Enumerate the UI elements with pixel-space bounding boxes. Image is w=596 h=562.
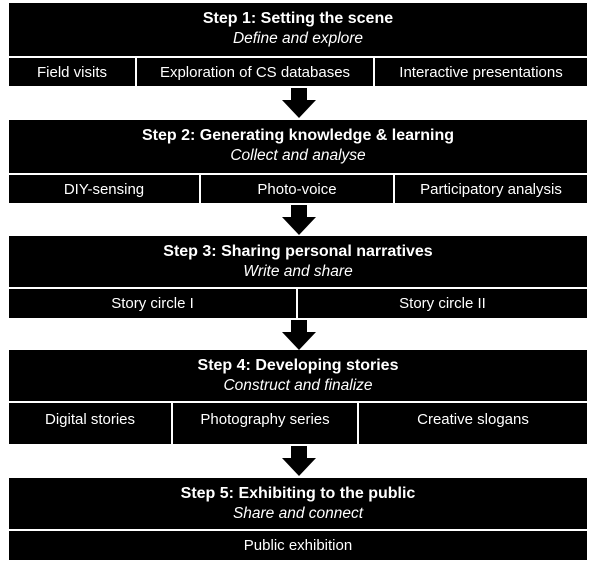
step-3-activities: Story circle I Story circle II bbox=[9, 287, 587, 318]
arrow-down-icon bbox=[282, 446, 316, 476]
step-1-title: Step 1: Setting the scene bbox=[202, 10, 394, 27]
step-4-activities: Digital stories Photography series Creat… bbox=[9, 401, 587, 444]
step-5-title: Step 5: Exhibiting to the public bbox=[180, 485, 416, 502]
step-3-subtitle: Write and share bbox=[243, 263, 353, 280]
step-3-box: Step 3: Sharing personal narratives Writ… bbox=[9, 236, 587, 318]
activity-story-circle-1: Story circle I bbox=[9, 289, 296, 318]
activity-diy-sensing: DIY-sensing bbox=[9, 175, 199, 203]
activity-story-circle-2: Story circle II bbox=[298, 289, 587, 318]
step-2-title: Step 2: Generating knowledge & learning bbox=[141, 127, 455, 144]
activity-interactive-presentations: Interactive presentations bbox=[375, 58, 587, 86]
step-1-box: Step 1: Setting the scene Define and exp… bbox=[9, 3, 587, 86]
activity-creative-slogans: Creative slogans bbox=[359, 403, 587, 444]
arrow-down-icon bbox=[282, 205, 316, 235]
activity-photography-series: Photography series bbox=[173, 403, 357, 444]
step-4-title: Step 4: Developing stories bbox=[197, 357, 399, 374]
activity-photo-voice: Photo-voice bbox=[201, 175, 393, 203]
step-2-subtitle: Collect and analyse bbox=[230, 147, 366, 164]
activity-participatory-analysis: Participatory analysis bbox=[395, 175, 587, 203]
step-4-subtitle: Construct and finalize bbox=[223, 377, 373, 394]
arrow-down-icon bbox=[282, 320, 316, 350]
step-4-box: Step 4: Developing stories Construct and… bbox=[9, 350, 587, 444]
step-3-title: Step 3: Sharing personal narratives bbox=[163, 243, 433, 260]
activity-field-visits: Field visits bbox=[9, 58, 135, 86]
activity-digital-stories: Digital stories bbox=[9, 403, 171, 444]
step-2-activities: DIY-sensing Photo-voice Participatory an… bbox=[9, 173, 587, 203]
step-2-box: Step 2: Generating knowledge & learning … bbox=[9, 120, 587, 203]
step-5-box: Step 5: Exhibiting to the public Share a… bbox=[9, 478, 587, 560]
step-1-activities: Field visits Exploration of CS databases… bbox=[9, 56, 587, 86]
step-5-subtitle: Share and connect bbox=[232, 505, 364, 522]
step-5-activities: Public exhibition bbox=[9, 529, 587, 560]
step-1-subtitle: Define and explore bbox=[232, 30, 364, 47]
activity-cs-databases: Exploration of CS databases bbox=[137, 58, 373, 86]
activity-public-exhibition: Public exhibition bbox=[9, 531, 587, 560]
arrow-down-icon bbox=[282, 88, 316, 118]
